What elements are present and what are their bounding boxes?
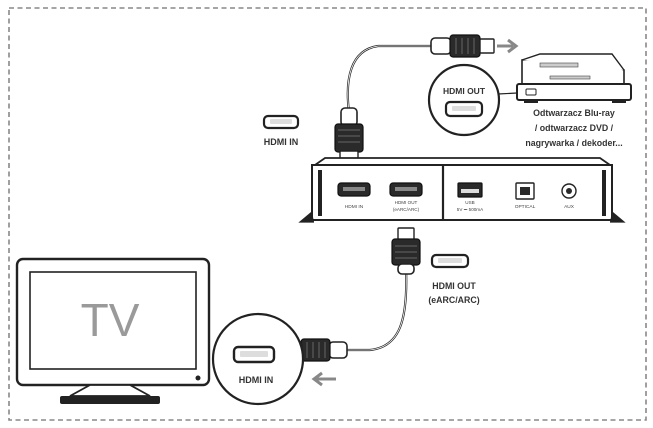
top-horizontal-plug — [430, 34, 495, 58]
hdmi-out-player-callout: HDMI OUT — [427, 63, 501, 137]
port-aux: AUX — [561, 183, 577, 210]
player-caption-line-2: / odtwarzacz DVD / — [535, 123, 614, 133]
tv-unit: TV — [15, 257, 211, 404]
hdmi-in-top-text: HDMI IN — [264, 137, 299, 147]
magnifier-leader — [497, 92, 518, 95]
tv-text: TV — [81, 294, 140, 346]
hub-hdmi-out-label: HDMI OUT (eARC/ARC) — [428, 253, 480, 305]
port-hdmi-out: HDMI OUT (eARC/ARC) — [389, 182, 423, 212]
tv-hdmi-in-text: HDMI IN — [239, 375, 274, 385]
hub-hdmi-out-text-2: (eARC/ARC) — [428, 295, 479, 305]
bottom-cable — [289, 227, 421, 362]
bluray-player: Odtwarzacz Blu-ray / odtwarzacz DVD / na… — [516, 53, 632, 148]
tv-stand — [69, 384, 151, 397]
port-label-aux: AUX — [564, 204, 575, 210]
port-label-hdmi-out-2: (eARC/ARC) — [393, 207, 420, 212]
port-label-usb-1: USB — [465, 200, 474, 205]
soundbar-unit: HDMI IN HDMI OUT (eARC/ARC) USB 5V ⎓ 500… — [298, 157, 626, 223]
tv-base — [60, 396, 160, 404]
port-optical: OPTICAL — [515, 182, 536, 210]
arrow-to-tv — [311, 371, 336, 387]
tv-screen — [29, 271, 197, 370]
port-usb: USB 5V ⎓ 500mA — [457, 182, 484, 212]
hub-hdmi-out-text-1: HDMI OUT — [432, 281, 476, 291]
port-label-hdmi-in: HDMI IN — [345, 204, 364, 210]
player-caption-line-1: Odtwarzacz Blu-ray — [533, 108, 615, 118]
hdmi-in-top-label: HDMI IN — [262, 114, 300, 147]
port-hdmi-in: HDMI IN — [337, 182, 371, 210]
hdmi-out-player-text: HDMI OUT — [443, 86, 486, 96]
port-label-hdmi-out-1: HDMI OUT — [395, 200, 418, 205]
dashed-frame — [8, 7, 647, 421]
player-caption-line-3: nagrywarka / dekoder... — [525, 138, 622, 148]
port-label-optical: OPTICAL — [515, 204, 536, 210]
port-label-usb-2: 5V ⎓ 500mA — [457, 207, 484, 212]
top-cable — [334, 34, 519, 164]
tv-hdmi-in-callout: HDMI IN — [211, 312, 305, 406]
bottom-vertical-plug — [391, 227, 421, 275]
top-vertical-plug — [334, 107, 364, 164]
arrow-to-player — [497, 38, 519, 54]
